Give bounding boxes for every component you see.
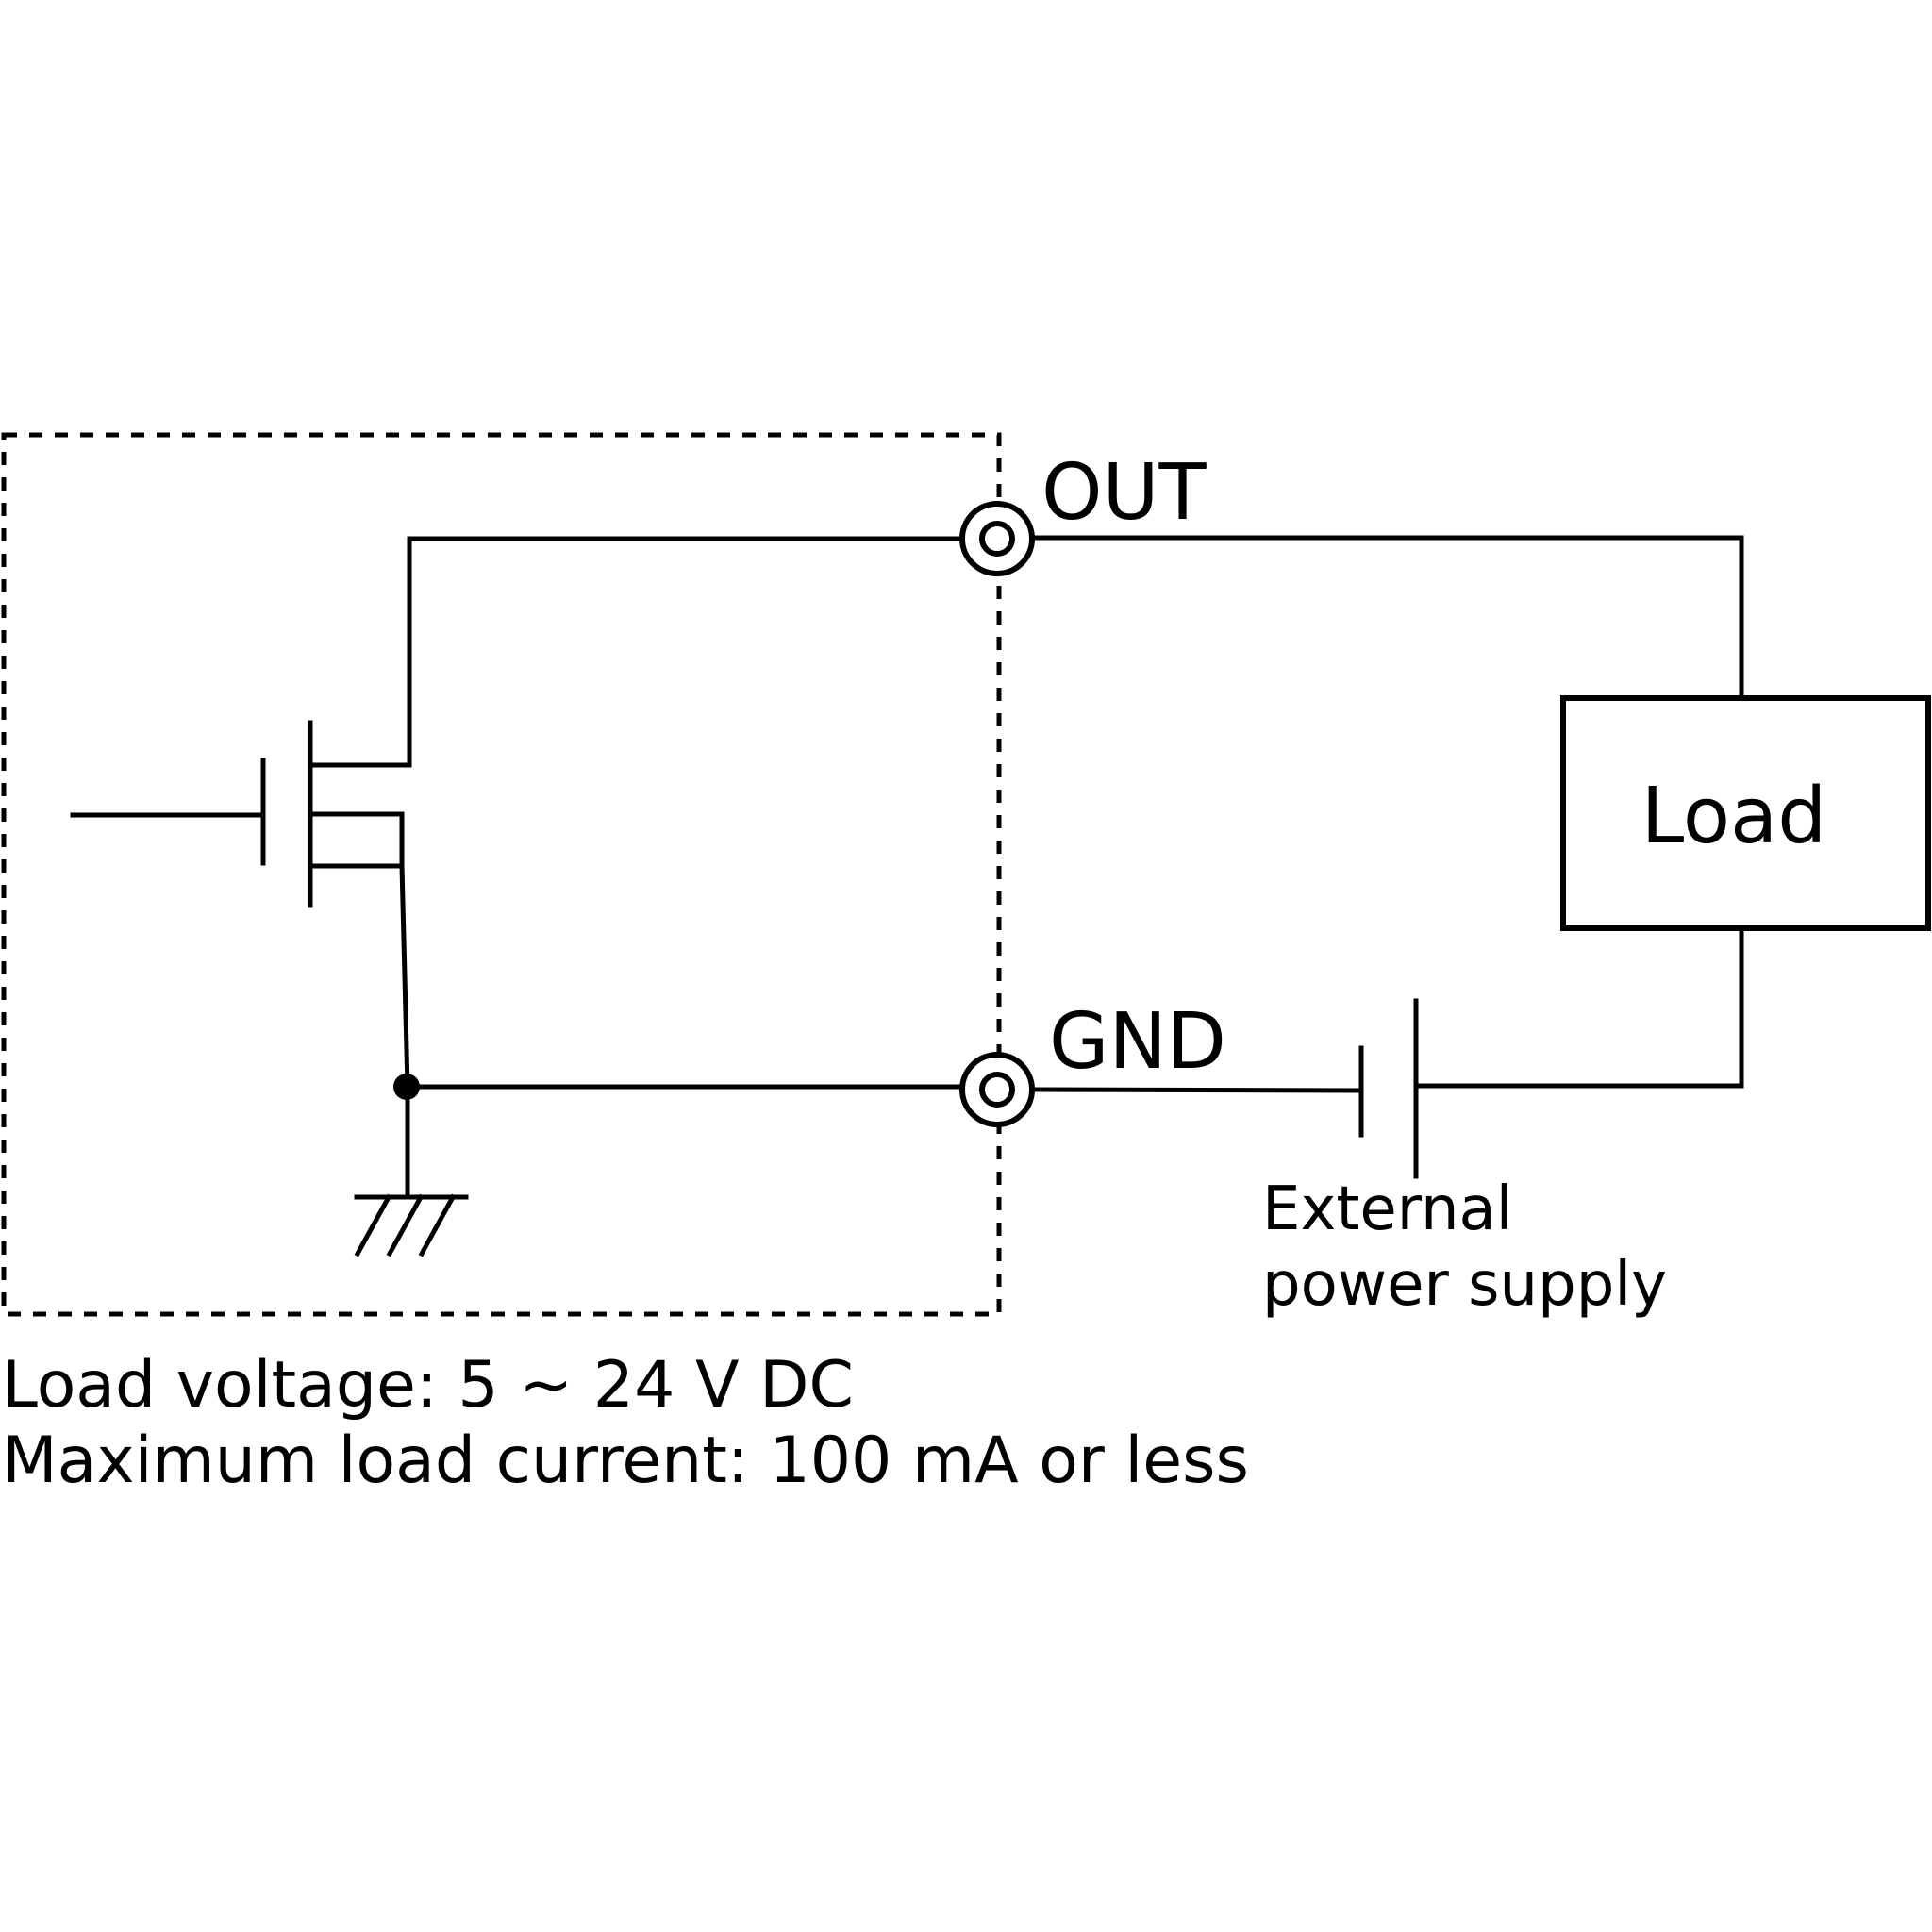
gnd-terminal-label: GND [1049,997,1226,1087]
load-label: Load [1641,772,1827,861]
mosfet-icon [70,536,412,1090]
battery-icon [1358,998,1419,1179]
power-supply-label-line1: External [1262,1174,1513,1244]
internal-circuit-boundary [1,432,1002,1317]
gnd-wire-external [1029,1087,1364,1093]
load-box [1560,695,1931,931]
power-supply-label-line2: power supply [1262,1250,1667,1320]
gnd-terminal-icon [959,1052,1035,1127]
out-terminal-label: OUT [1041,448,1208,538]
out-wire-external [1029,535,1744,701]
ground-icon [354,1084,469,1257]
out-terminal-icon [959,501,1035,576]
load-voltage-spec: Load voltage: 5 ~ 24 V DC [2,1348,854,1423]
max-load-current-spec: Maximum load current: 100 mA or less [2,1424,1249,1498]
load-return-wire [1413,925,1744,1089]
